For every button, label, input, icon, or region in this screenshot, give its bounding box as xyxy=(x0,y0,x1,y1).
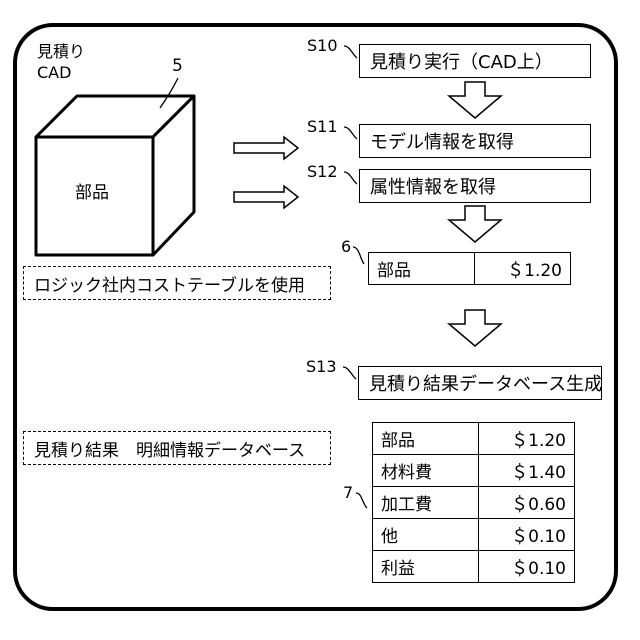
table-cell-name: 利益 xyxy=(373,551,479,583)
step-box-s13: 見積り結果データベース生成 xyxy=(358,366,602,400)
table-row: 部品 ＄1.20 xyxy=(373,423,575,455)
hollow-arrow-down xyxy=(449,206,501,242)
table-cell-name: 部品 xyxy=(369,253,475,285)
ref-number-table7: 7 xyxy=(343,485,353,501)
step-box-s12: 属性情報を取得 xyxy=(359,169,591,203)
table-cell-price: ＄0.10 xyxy=(479,519,575,551)
step-id-s12: S12 xyxy=(307,164,338,180)
ref-number-table6: 6 xyxy=(341,239,351,255)
hollow-arrow-down xyxy=(449,310,501,346)
table-cell-name: 部品 xyxy=(373,423,479,455)
table-cell-price: ＄1.20 xyxy=(479,423,575,455)
cube-label: 部品 xyxy=(75,185,109,202)
cost-table-note: ロジック社内コストテーブルを使用 xyxy=(23,266,331,300)
hollow-arrow-right xyxy=(234,137,298,159)
table-row: 利益 ＄0.10 xyxy=(373,551,575,583)
step-id-s10: S10 xyxy=(307,38,338,54)
table-leader-line xyxy=(353,247,364,264)
cad-label-line1: 見積り xyxy=(37,44,85,60)
part-price-table: 部品 ＄1.20 xyxy=(368,252,571,285)
table-row: 他 ＄0.10 xyxy=(373,519,575,551)
result-db-note: 見積り結果 明細情報データベース xyxy=(23,431,331,465)
table-row: 加工費 ＄0.60 xyxy=(373,487,575,519)
estimate-result-table: 部品 ＄1.20 材料費 ＄1.40 加工費 ＄0.60 他 ＄0.10 利益 … xyxy=(372,422,575,583)
table-cell-name: 加工費 xyxy=(373,487,479,519)
table-cell-price: ＄0.10 xyxy=(479,551,575,583)
cad-label-line2: CAD xyxy=(37,65,71,81)
step-box-s10: 見積り実行（CAD上） xyxy=(359,44,591,78)
step-leader-line xyxy=(344,46,357,58)
part-cube xyxy=(36,96,194,255)
table-cell-name: 他 xyxy=(373,519,479,551)
table-row: 材料費 ＄1.40 xyxy=(373,455,575,487)
step-id-s13: S13 xyxy=(306,359,337,375)
step-box-s11: モデル情報を取得 xyxy=(359,124,591,158)
table-cell-price: ＄0.60 xyxy=(479,487,575,519)
table-row: 部品 ＄1.20 xyxy=(369,253,571,285)
table-leader-line xyxy=(356,493,367,508)
table-cell-price: ＄1.40 xyxy=(479,455,575,487)
table-cell-name: 材料費 xyxy=(373,455,479,487)
step-leader-line xyxy=(343,367,356,379)
hollow-arrow-down xyxy=(449,82,501,118)
table-cell-price: ＄1.20 xyxy=(475,253,571,285)
step-leader-line xyxy=(344,127,357,139)
step-id-s11: S11 xyxy=(307,119,338,135)
ref-number-cube: 5 xyxy=(172,58,183,75)
hollow-arrow-right xyxy=(234,186,298,208)
step-leader-line xyxy=(344,172,357,184)
